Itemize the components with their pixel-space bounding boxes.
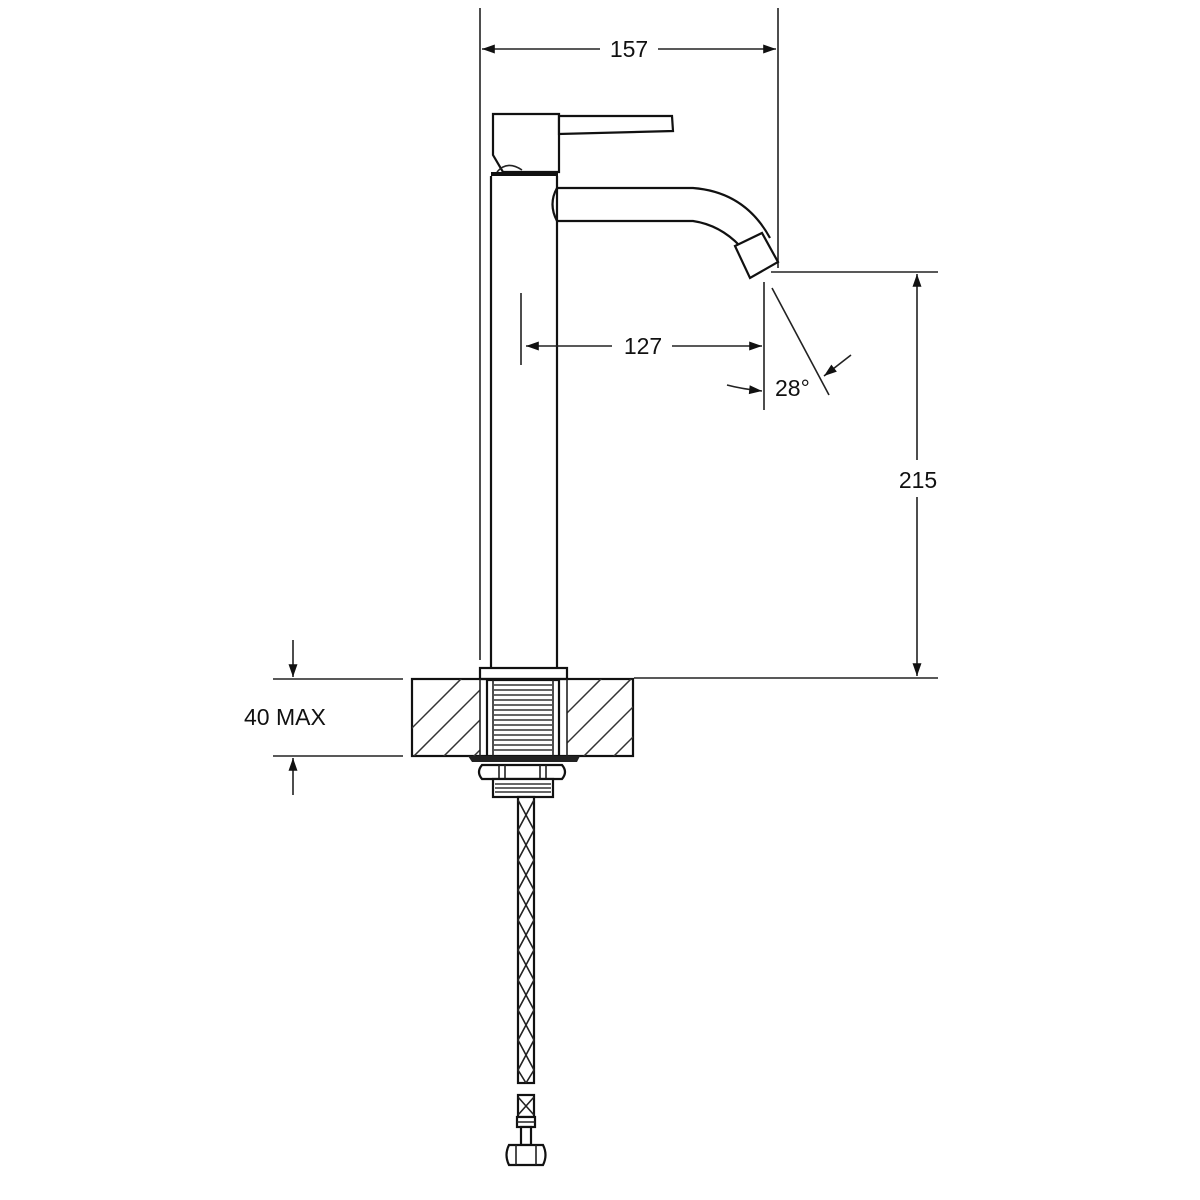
spout: [551, 186, 771, 247]
dim-label-215: 215: [899, 467, 937, 493]
lever-handle: [491, 112, 675, 174]
dimension-outlet-height: 215: [634, 271, 938, 679]
dim-label-127: 127: [624, 333, 662, 359]
dim-label-40-max: 40 MAX: [244, 704, 326, 730]
hatch-right: [567, 679, 633, 756]
hatch-left: [412, 679, 480, 756]
hose-connector-nut: [505, 1115, 547, 1167]
dim-label-157: 157: [610, 36, 648, 62]
backnut: [468, 756, 580, 799]
threaded-shank: [485, 678, 561, 758]
dimension-deck-thickness: 40 MAX: [244, 640, 403, 795]
spray-line: [771, 287, 830, 396]
shank-threads: [494, 684, 552, 751]
cap-ring: [491, 172, 558, 176]
dimension-overall-width: 157: [479, 8, 779, 660]
aerator: [733, 231, 780, 280]
dim-label-28deg: 28°: [775, 375, 810, 401]
dimension-spray-angle: 28°: [726, 287, 852, 401]
mixer-body: [489, 172, 559, 667]
braided-flexible-hose: [516, 795, 536, 1119]
dimension-spout-reach: 127: [526, 282, 765, 410]
base-flange: [478, 666, 569, 681]
